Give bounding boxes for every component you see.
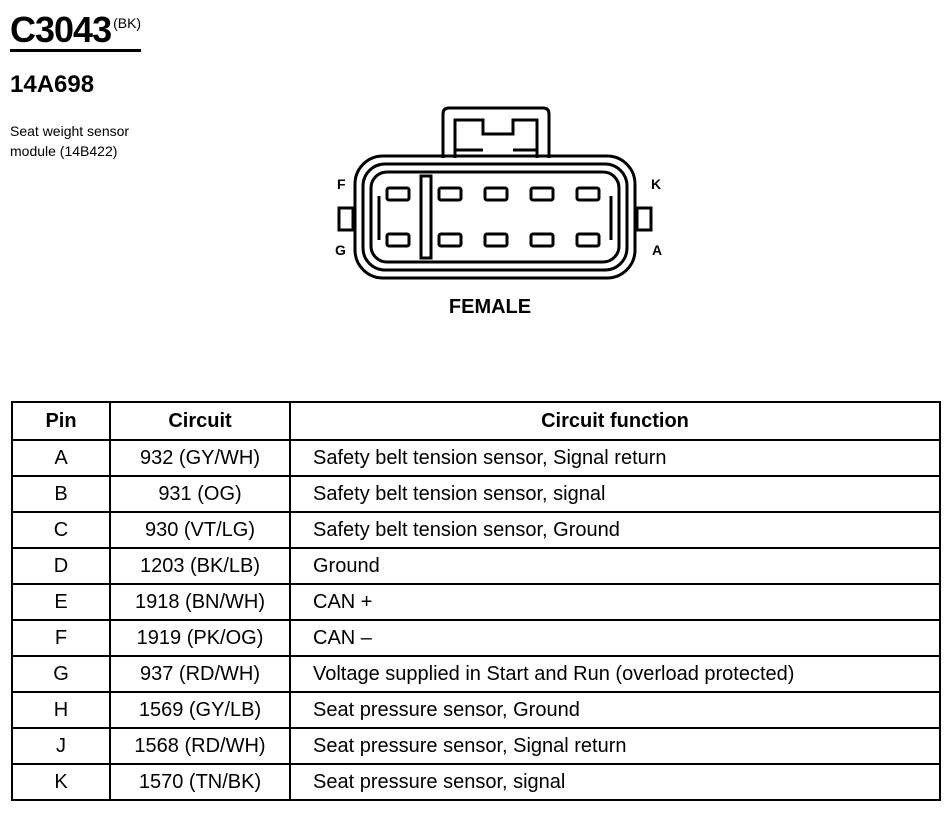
pin-label-bottom-left: G: [335, 242, 346, 258]
function-cell: Seat pressure sensor, signal: [289, 763, 941, 801]
table-row: E 1918 (BN/WH) CAN +: [11, 583, 941, 621]
pin-label-top-left: F: [337, 176, 346, 192]
housing-inner: [361, 162, 629, 272]
pin-cell: C: [11, 511, 111, 549]
circuit-cell: 1919 (PK/OG): [109, 619, 291, 657]
pin-cell: F: [11, 619, 111, 657]
table-row: H 1569 (GY/LB) Seat pressure sensor, Gro…: [11, 691, 941, 729]
terminal-bottom-3: [483, 232, 509, 248]
header-pin: Pin: [11, 401, 111, 441]
module-line-2: module (14B422): [10, 143, 118, 159]
table-row: C 930 (VT/LG) Safety belt tension sensor…: [11, 511, 941, 549]
pin-cell: A: [11, 439, 111, 477]
housing-outer: [353, 154, 637, 280]
locking-tab-inner: [453, 118, 539, 158]
circuit-cell: 930 (VT/LG): [109, 511, 291, 549]
circuit-cell: 937 (RD/WH): [109, 655, 291, 693]
header-circuit: Circuit: [109, 401, 291, 441]
table-header-row: Pin Circuit Circuit function: [11, 401, 941, 441]
circuit-cell: 1569 (GY/LB): [109, 691, 291, 729]
terminal-k: [575, 186, 601, 202]
housing-cavity: [369, 170, 621, 264]
function-cell: Safety belt tension sensor, signal: [289, 475, 941, 513]
terminal-top-3: [483, 186, 509, 202]
function-cell: Safety belt tension sensor, Ground: [289, 511, 941, 549]
function-cell: Seat pressure sensor, Signal return: [289, 727, 941, 765]
circuit-cell: 1918 (BN/WH): [109, 583, 291, 621]
function-cell: CAN –: [289, 619, 941, 657]
pin-cell: D: [11, 547, 111, 585]
terminal-g: [385, 232, 411, 248]
table-row: B 931 (OG) Safety belt tension sensor, s…: [11, 475, 941, 513]
module-description: Seat weight sensor module (14B422): [10, 121, 210, 161]
pin-cell: G: [11, 655, 111, 693]
connector-diagram: F G K A: [325, 100, 665, 280]
terminal-a: [575, 232, 601, 248]
pinout-table: Pin Circuit Circuit function A 932 (GY/W…: [11, 401, 941, 801]
circuit-cell: 1568 (RD/WH): [109, 727, 291, 765]
table-row: K 1570 (TN/BK) Seat pressure sensor, sig…: [11, 763, 941, 801]
part-number: 14A698: [10, 71, 95, 98]
header-circuit-function: Circuit function: [289, 401, 941, 441]
table-row: G 937 (RD/WH) Voltage supplied in Start …: [11, 655, 941, 693]
function-cell: Voltage supplied in Start and Run (overl…: [289, 655, 941, 693]
function-cell: Safety belt tension sensor, Signal retur…: [289, 439, 941, 477]
table-row: J 1568 (RD/WH) Seat pressure sensor, Sig…: [11, 727, 941, 765]
function-cell: Ground: [289, 547, 941, 585]
connector-face-drawing: [337, 106, 653, 280]
terminal-f: [385, 186, 411, 202]
terminal-top-2: [437, 186, 463, 202]
side-key-left: [337, 206, 355, 232]
pin-cell: J: [11, 727, 111, 765]
connector-id: C3043: [10, 9, 112, 50]
pin-cell: K: [11, 763, 111, 801]
table-row: F 1919 (PK/OG) CAN –: [11, 619, 941, 657]
pin-label-bottom-right: A: [652, 242, 663, 258]
function-cell: Seat pressure sensor, Ground: [289, 691, 941, 729]
cavity-divider: [419, 174, 433, 260]
circuit-cell: 932 (GY/WH): [109, 439, 291, 477]
circuit-cell: 1570 (TN/BK): [109, 763, 291, 801]
terminal-bottom-2: [437, 232, 463, 248]
terminal-top-4: [529, 186, 555, 202]
side-key-right: [635, 206, 653, 232]
circuit-cell: 1203 (BK/LB): [109, 547, 291, 585]
locking-tab-outer: [441, 106, 551, 158]
terminal-bottom-4: [529, 232, 555, 248]
connector-gender-label: FEMALE: [448, 296, 532, 318]
connector-color-code: (BK): [113, 15, 142, 31]
module-line-1: Seat weight sensor: [10, 123, 130, 139]
pin-label-top-right: K: [651, 176, 662, 192]
connector-title: C3043(BK): [10, 4, 142, 52]
function-cell: CAN +: [289, 583, 941, 621]
pin-cell: B: [11, 475, 111, 513]
pin-cell: E: [11, 583, 111, 621]
circuit-cell: 931 (OG): [109, 475, 291, 513]
pin-cell: H: [11, 691, 111, 729]
table-row: A 932 (GY/WH) Safety belt tension sensor…: [11, 439, 941, 477]
table-row: D 1203 (BK/LB) Ground: [11, 547, 941, 585]
